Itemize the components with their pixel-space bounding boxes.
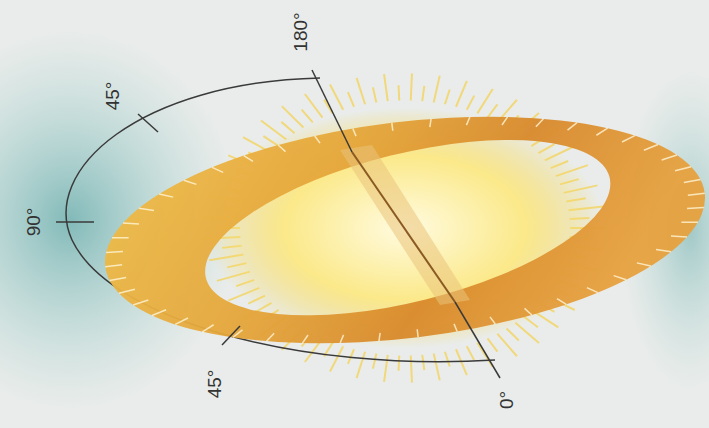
sun-ray <box>456 81 467 107</box>
ring-tick <box>152 310 166 316</box>
ring-tick <box>106 251 123 252</box>
angle-label: 0° <box>497 391 516 409</box>
ring-tick <box>244 156 253 162</box>
ring-tick <box>212 167 223 172</box>
ring-tick <box>637 263 651 266</box>
ring-tick <box>656 250 671 252</box>
sun-ray <box>445 352 450 367</box>
ring-tick <box>110 277 127 280</box>
diameter-line <box>455 302 500 378</box>
sun-ray <box>348 92 354 107</box>
sun-ray <box>497 334 517 357</box>
diameter-line <box>352 152 455 302</box>
ring-tick <box>681 221 698 223</box>
ring-tick <box>391 123 393 131</box>
ring-tick <box>430 119 431 127</box>
ring-tick <box>454 324 457 332</box>
sun-ray <box>488 104 498 117</box>
ring-tick <box>614 276 627 280</box>
sun-ray <box>357 352 366 378</box>
diameter-line <box>312 70 352 152</box>
ring-tick <box>568 123 577 131</box>
sun-ray <box>305 94 323 118</box>
ring-tick <box>662 155 677 160</box>
ring-tick <box>466 117 469 125</box>
sun-ray <box>373 354 376 369</box>
angle-label: 180° <box>291 12 310 51</box>
ring-tick <box>112 237 129 239</box>
angle-label: 45° <box>205 370 224 399</box>
ring-tick <box>267 333 275 341</box>
ring-tick <box>105 265 122 267</box>
sun-ray <box>398 355 401 370</box>
ring-tick <box>175 318 188 324</box>
sun-ray <box>384 74 388 101</box>
sun-ray <box>422 86 424 101</box>
sun-ray <box>357 78 366 104</box>
ring-tick <box>557 299 566 305</box>
ring-tick <box>502 117 508 125</box>
sun-ray <box>434 76 440 103</box>
sun-ray <box>422 355 424 370</box>
sun-ray <box>467 346 474 360</box>
ring-tick <box>490 317 495 324</box>
tick <box>56 221 94 223</box>
ring-tick <box>133 300 148 305</box>
sun-ray <box>488 338 498 351</box>
ring-tick <box>202 325 213 332</box>
ring-tick <box>687 208 704 209</box>
sun-ray <box>411 73 412 100</box>
sun-ray <box>302 110 313 123</box>
ring-tick <box>119 289 135 293</box>
ring-tick <box>139 208 154 210</box>
angle-label: 90° <box>24 208 43 237</box>
sun-ray <box>467 96 474 110</box>
ring-tick <box>340 335 343 343</box>
ring-tick <box>675 167 691 171</box>
tick <box>222 326 240 345</box>
ring-tick <box>123 223 139 224</box>
ring-ticks <box>105 117 704 343</box>
ring-tick <box>416 329 418 337</box>
sun-ray <box>373 87 376 102</box>
ring-tick <box>622 136 635 142</box>
sun-ray <box>384 355 388 382</box>
sun-ray <box>434 354 440 381</box>
sun-ray <box>330 85 343 110</box>
ring-tick <box>536 119 544 127</box>
ring-tick <box>159 194 173 197</box>
sun-ray <box>477 89 492 113</box>
ring-tick <box>315 136 320 143</box>
ring-tick <box>596 128 607 135</box>
sun-ray <box>282 106 304 127</box>
ring-tick <box>379 333 380 341</box>
ring-tick <box>525 308 532 315</box>
angle-label: 45° <box>103 82 122 111</box>
golden-ring <box>92 86 709 374</box>
ring-tick <box>587 288 598 293</box>
ring-tick <box>671 236 687 237</box>
sun-ray <box>411 355 412 382</box>
shadow-band <box>340 145 470 305</box>
ring-tick <box>278 145 285 152</box>
ring-tick <box>353 129 356 137</box>
ring-tick <box>302 335 308 343</box>
sun-ray <box>330 346 343 371</box>
ring-tick <box>688 193 705 195</box>
tick <box>138 114 158 132</box>
ring-tick <box>184 180 197 184</box>
sun-ray <box>398 85 401 100</box>
sun-ray <box>477 343 492 367</box>
ring-tick <box>684 180 701 183</box>
ring-tick <box>644 145 658 151</box>
sun-ray <box>445 89 450 104</box>
